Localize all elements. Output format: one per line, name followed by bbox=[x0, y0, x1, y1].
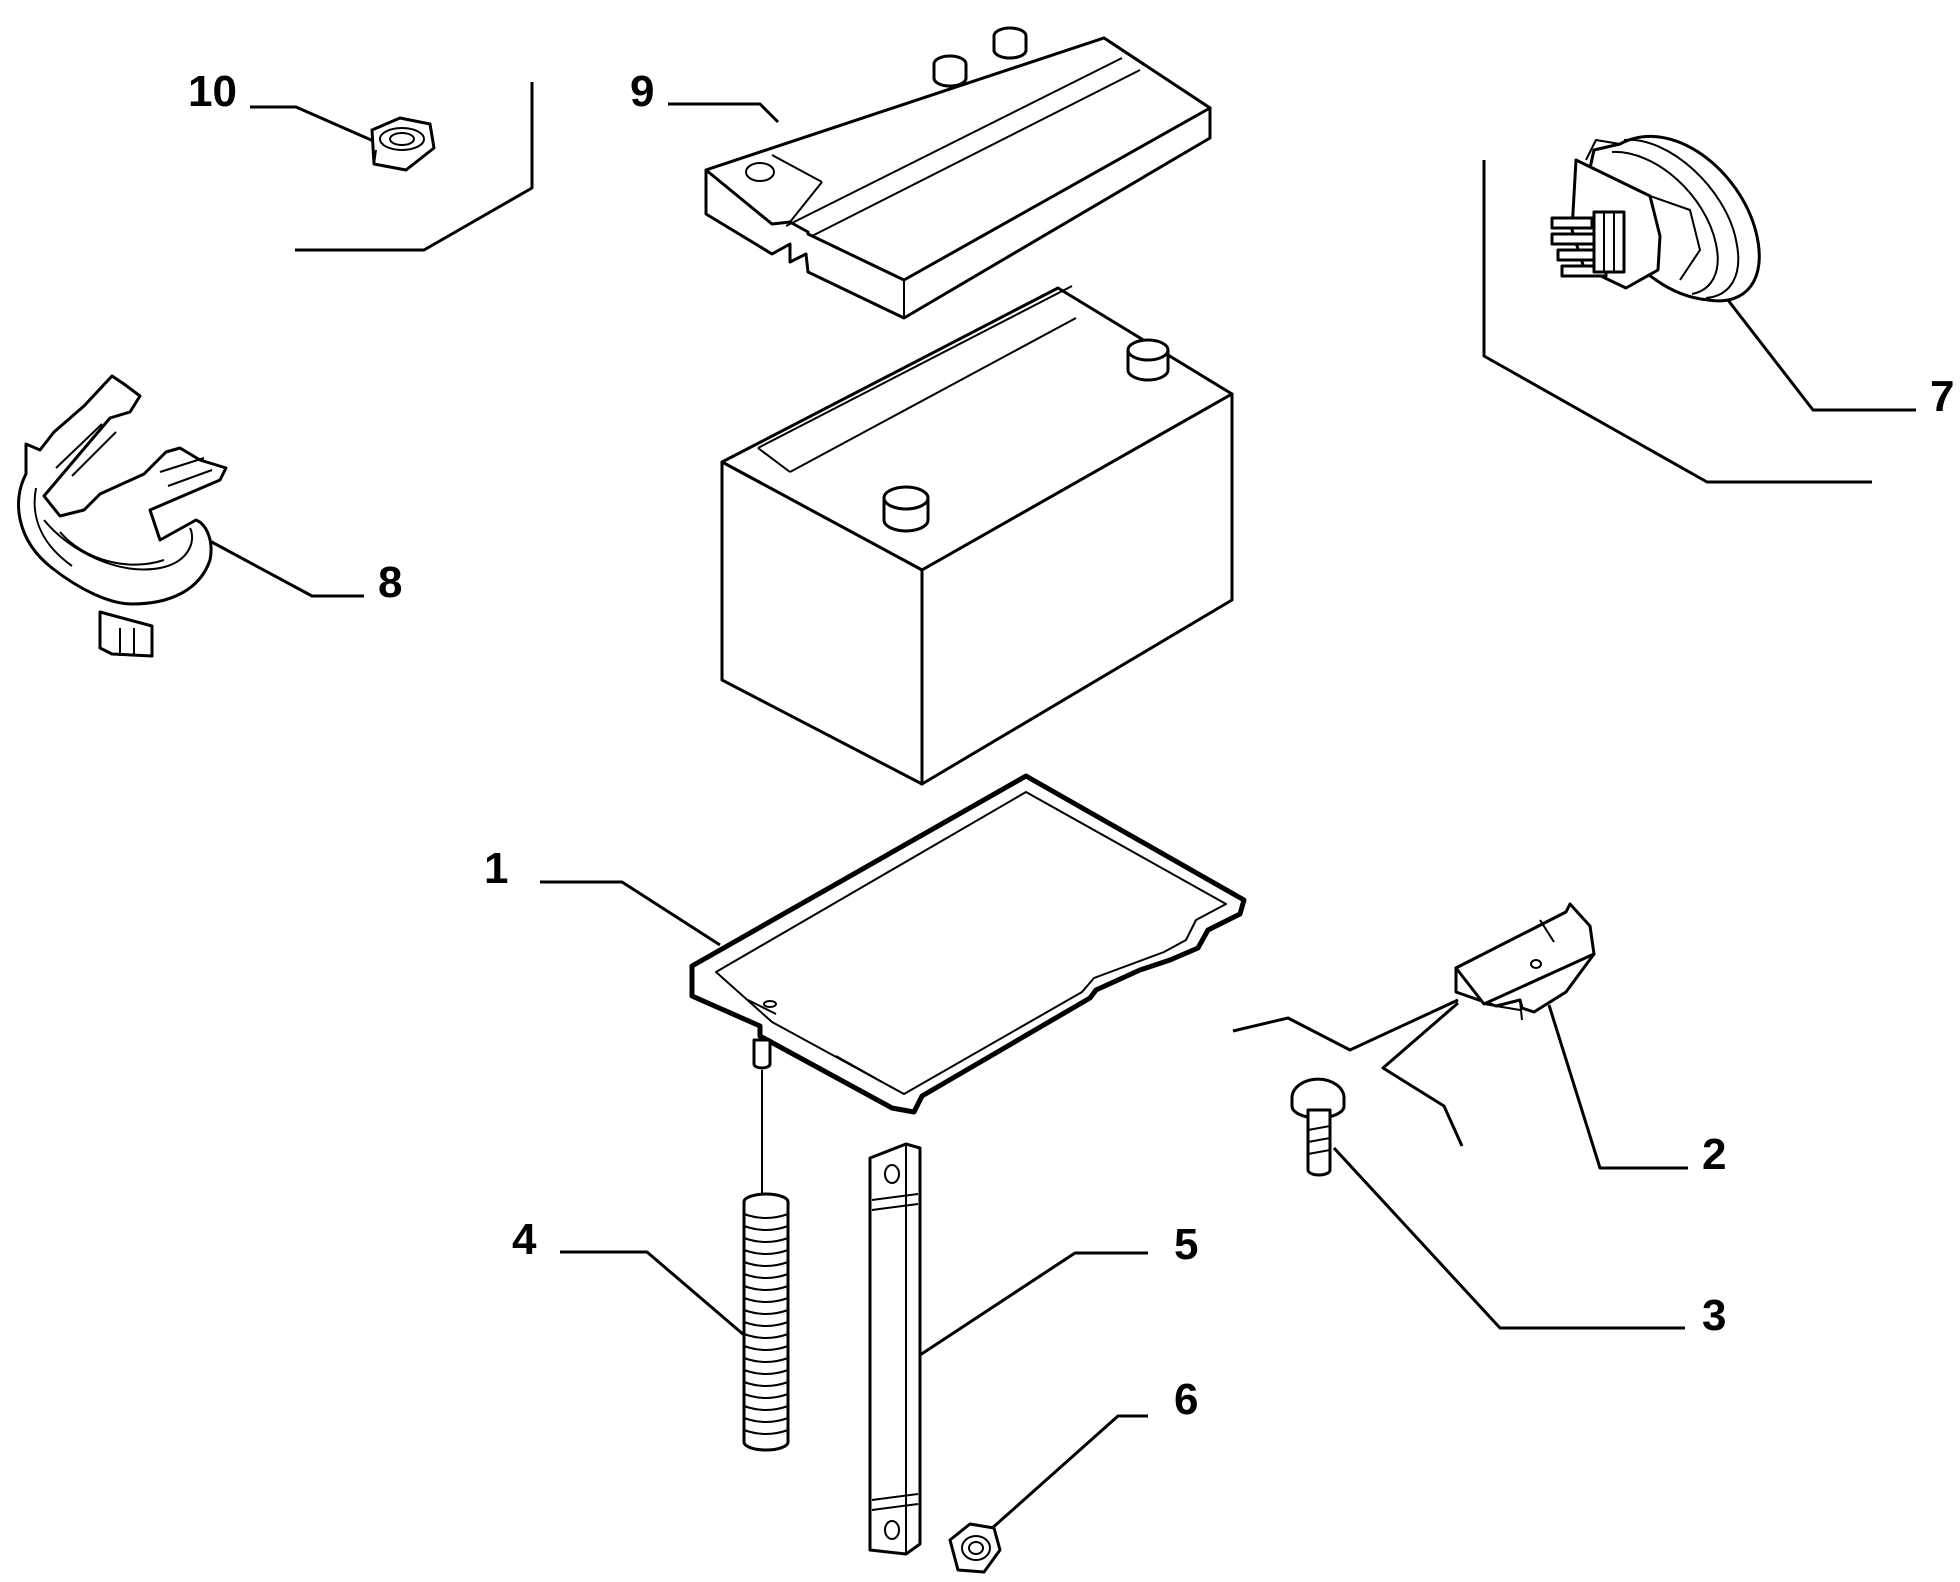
terminal-connector-part bbox=[1550, 134, 1761, 303]
callout-1: 1 bbox=[484, 844, 508, 893]
connector-pins bbox=[1550, 210, 1626, 278]
battery-part bbox=[720, 285, 1234, 786]
bracket-part bbox=[1454, 902, 1596, 1021]
threaded-stud-part bbox=[742, 1070, 790, 1452]
leader-6 bbox=[989, 1414, 1148, 1532]
callout-6: 6 bbox=[1174, 1375, 1198, 1424]
stud-threads bbox=[743, 1213, 789, 1435]
hex-nut-part bbox=[370, 116, 436, 172]
callout-labels: 10 9 7 8 1 2 3 4 5 6 bbox=[188, 67, 1954, 1424]
bolt-part bbox=[1290, 1077, 1346, 1177]
leader-1 bbox=[540, 880, 721, 947]
terminal-clamp-part bbox=[17, 374, 228, 658]
callout-4: 4 bbox=[512, 1215, 537, 1264]
battery-cover-part bbox=[704, 26, 1212, 320]
leader-9 bbox=[668, 102, 780, 124]
break-line-top-right bbox=[1482, 160, 1872, 484]
callout-7: 7 bbox=[1930, 372, 1954, 421]
leader-2 bbox=[1547, 1004, 1688, 1170]
callout-5: 5 bbox=[1174, 1220, 1198, 1269]
hold-down-strap-part bbox=[868, 1142, 922, 1556]
callout-8: 8 bbox=[378, 558, 402, 607]
leader-10 bbox=[250, 105, 379, 145]
callout-3: 3 bbox=[1702, 1291, 1726, 1340]
leader-7 bbox=[1712, 281, 1916, 412]
break-line-bracket-b bbox=[1381, 1001, 1464, 1147]
leader-3 bbox=[1332, 1146, 1685, 1330]
leader-lines bbox=[207, 82, 1916, 1532]
leader-5 bbox=[919, 1251, 1148, 1357]
leader-8 bbox=[207, 538, 364, 598]
battery-tray-part bbox=[689, 773, 1247, 1115]
flange-nut-part bbox=[948, 1522, 1002, 1574]
break-line-top-left bbox=[295, 82, 534, 252]
callout-10: 10 bbox=[188, 67, 237, 116]
callout-2: 2 bbox=[1702, 1130, 1726, 1179]
callout-9: 9 bbox=[630, 67, 654, 116]
leader-4 bbox=[560, 1250, 745, 1337]
break-line-bracket-a bbox=[1232, 998, 1459, 1052]
